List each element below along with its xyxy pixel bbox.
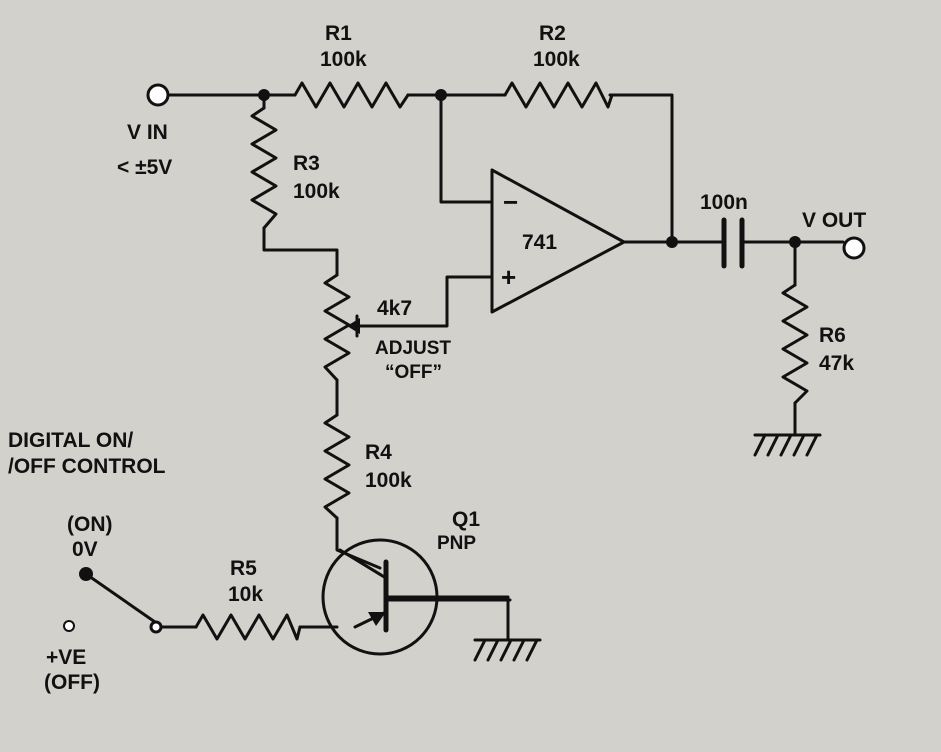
ground-symbol [473, 638, 542, 662]
r1-value-label: 100k [320, 48, 367, 71]
on-voltage-label: 0V [72, 538, 98, 561]
r5-value-label: 10k [228, 583, 263, 606]
potentiometer-4k7 [323, 273, 360, 382]
r2-name-label: R2 [539, 22, 566, 45]
vout-terminal [842, 236, 866, 260]
control-title-line2: /OFF CONTROL [8, 455, 166, 478]
transistor-q1 [321, 538, 442, 656]
opamp-name-label: 741 [522, 231, 557, 254]
control-switch [63, 567, 163, 634]
resistor-r2 [503, 81, 614, 109]
resistor-r6 [781, 283, 809, 405]
pot-value-label: 4k7 [377, 297, 412, 320]
r6-value-label: 47k [819, 352, 854, 375]
r6-name-label: R6 [819, 324, 846, 347]
capacitor-value-label: 100n [700, 191, 748, 214]
resistor-r5 [194, 613, 302, 641]
resistor-r3 [250, 106, 278, 230]
off-state-label: (OFF) [44, 671, 100, 694]
resistor-r4 [323, 413, 351, 520]
q1-type-label: PNP [437, 533, 476, 554]
capacitor-100n [721, 217, 745, 269]
junction-dots [258, 89, 801, 248]
off-voltage-label: +VE [46, 646, 86, 669]
r2-value-label: 100k [533, 48, 580, 71]
adjust-off-label: “OFF” [385, 362, 442, 383]
r3-value-label: 100k [293, 180, 340, 203]
r4-name-label: R4 [365, 441, 392, 464]
vin-terminal [146, 83, 170, 107]
adjust-label: ADJUST [375, 338, 451, 359]
r3-name-label: R3 [293, 152, 320, 175]
r5-name-label: R5 [230, 557, 257, 580]
vin-label: V IN [127, 121, 168, 144]
ground-symbol [753, 433, 822, 457]
r1-name-label: R1 [325, 22, 352, 45]
q1-name-label: Q1 [452, 508, 480, 531]
on-state-label: (ON) [67, 513, 113, 536]
vin-range-label: < ±5V [117, 156, 172, 179]
opamp-inverting-label: − [503, 187, 518, 217]
control-title-line1: DIGITAL ON/ [8, 429, 133, 452]
resistor-r1 [293, 81, 410, 109]
opamp-741 [490, 168, 626, 314]
opamp-noninverting-label: + [501, 262, 516, 292]
vout-label: V OUT [802, 209, 866, 232]
r4-value-label: 100k [365, 469, 412, 492]
